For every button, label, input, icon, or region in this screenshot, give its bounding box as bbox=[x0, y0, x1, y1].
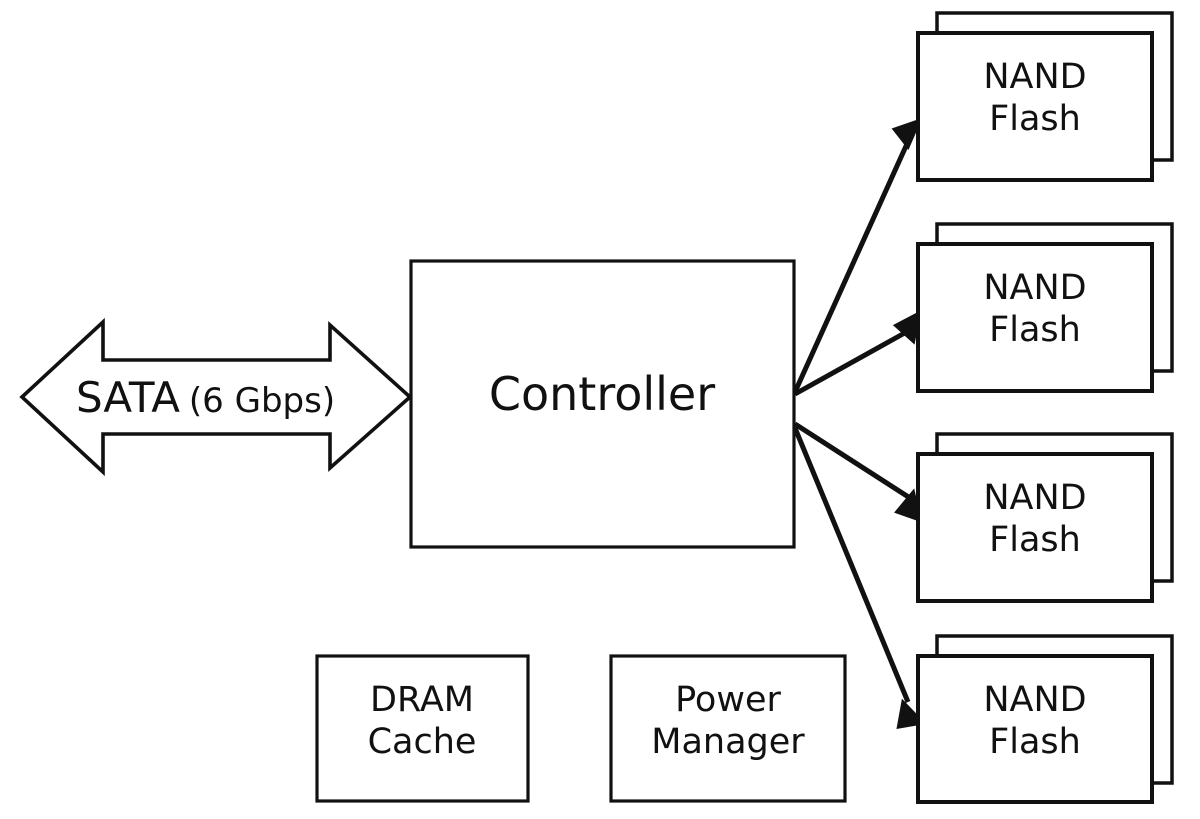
connection-nand-flash-2 bbox=[793, 310, 922, 397]
connection-line-nand-flash-1 bbox=[792, 133, 914, 394]
connection-line-nand-flash-3 bbox=[793, 421, 912, 501]
dram-cache-label-line1: DRAM bbox=[370, 680, 474, 720]
nand-flash-4-box bbox=[916, 654, 1154, 804]
sata-bus-label-main: SATA bbox=[76, 373, 180, 422]
power-manager-node: Power Manager bbox=[609, 654, 847, 803]
dram-cache-box bbox=[315, 654, 530, 803]
nand-flash-3-label-line2: Flash bbox=[989, 520, 1081, 560]
controller-node: Controller bbox=[409, 259, 796, 549]
connection-line-nand-flash-4 bbox=[792, 427, 911, 703]
power-manager-box bbox=[609, 654, 847, 803]
controller-box bbox=[409, 259, 796, 549]
power-manager-label-line1: Power bbox=[675, 680, 781, 720]
nand-flash-3-box bbox=[916, 452, 1154, 603]
nand-flash-1-label-line2: Flash bbox=[989, 99, 1081, 139]
nand-flash-2-label-line1: NAND bbox=[983, 268, 1086, 308]
nand-flash-2-label-line2: Flash bbox=[989, 310, 1081, 350]
connection-nand-flash-1 bbox=[792, 117, 923, 394]
controller-to-nand-connections bbox=[792, 117, 927, 729]
connection-arrowhead-nand-flash-2 bbox=[892, 310, 922, 345]
connection-arrowhead-nand-flash-1 bbox=[891, 117, 923, 151]
controller-label: Controller bbox=[489, 367, 715, 421]
nand-flash-1-label-line1: NAND bbox=[983, 57, 1086, 97]
nand-flash-1-box bbox=[916, 31, 1154, 182]
nand-flash-1: NAND Flash bbox=[916, 11, 1174, 182]
nand-flash-4-label-line1: NAND bbox=[983, 680, 1086, 720]
nand-flash-4-label-line2: Flash bbox=[989, 722, 1081, 762]
sata-bus-arrow: SATA (6 Gbps) bbox=[19, 317, 413, 477]
connection-line-nand-flash-2 bbox=[793, 327, 912, 397]
dram-cache-label-line2: Cache bbox=[368, 722, 477, 762]
sata-bus-label-sub: (6 Gbps) bbox=[189, 381, 335, 421]
nand-flash-2-box bbox=[916, 242, 1154, 393]
connection-arrowhead-nand-flash-3 bbox=[894, 488, 923, 523]
nand-flash-3-label-line1: NAND bbox=[983, 478, 1086, 518]
nand-flash-4: NAND Flash bbox=[916, 634, 1174, 804]
power-manager-label-line2: Manager bbox=[651, 722, 805, 762]
nand-flash-3: NAND Flash bbox=[916, 432, 1174, 603]
nand-flash-2: NAND Flash bbox=[916, 222, 1174, 393]
connection-nand-flash-3 bbox=[793, 421, 923, 523]
dram-cache-node: DRAM Cache bbox=[315, 654, 530, 803]
